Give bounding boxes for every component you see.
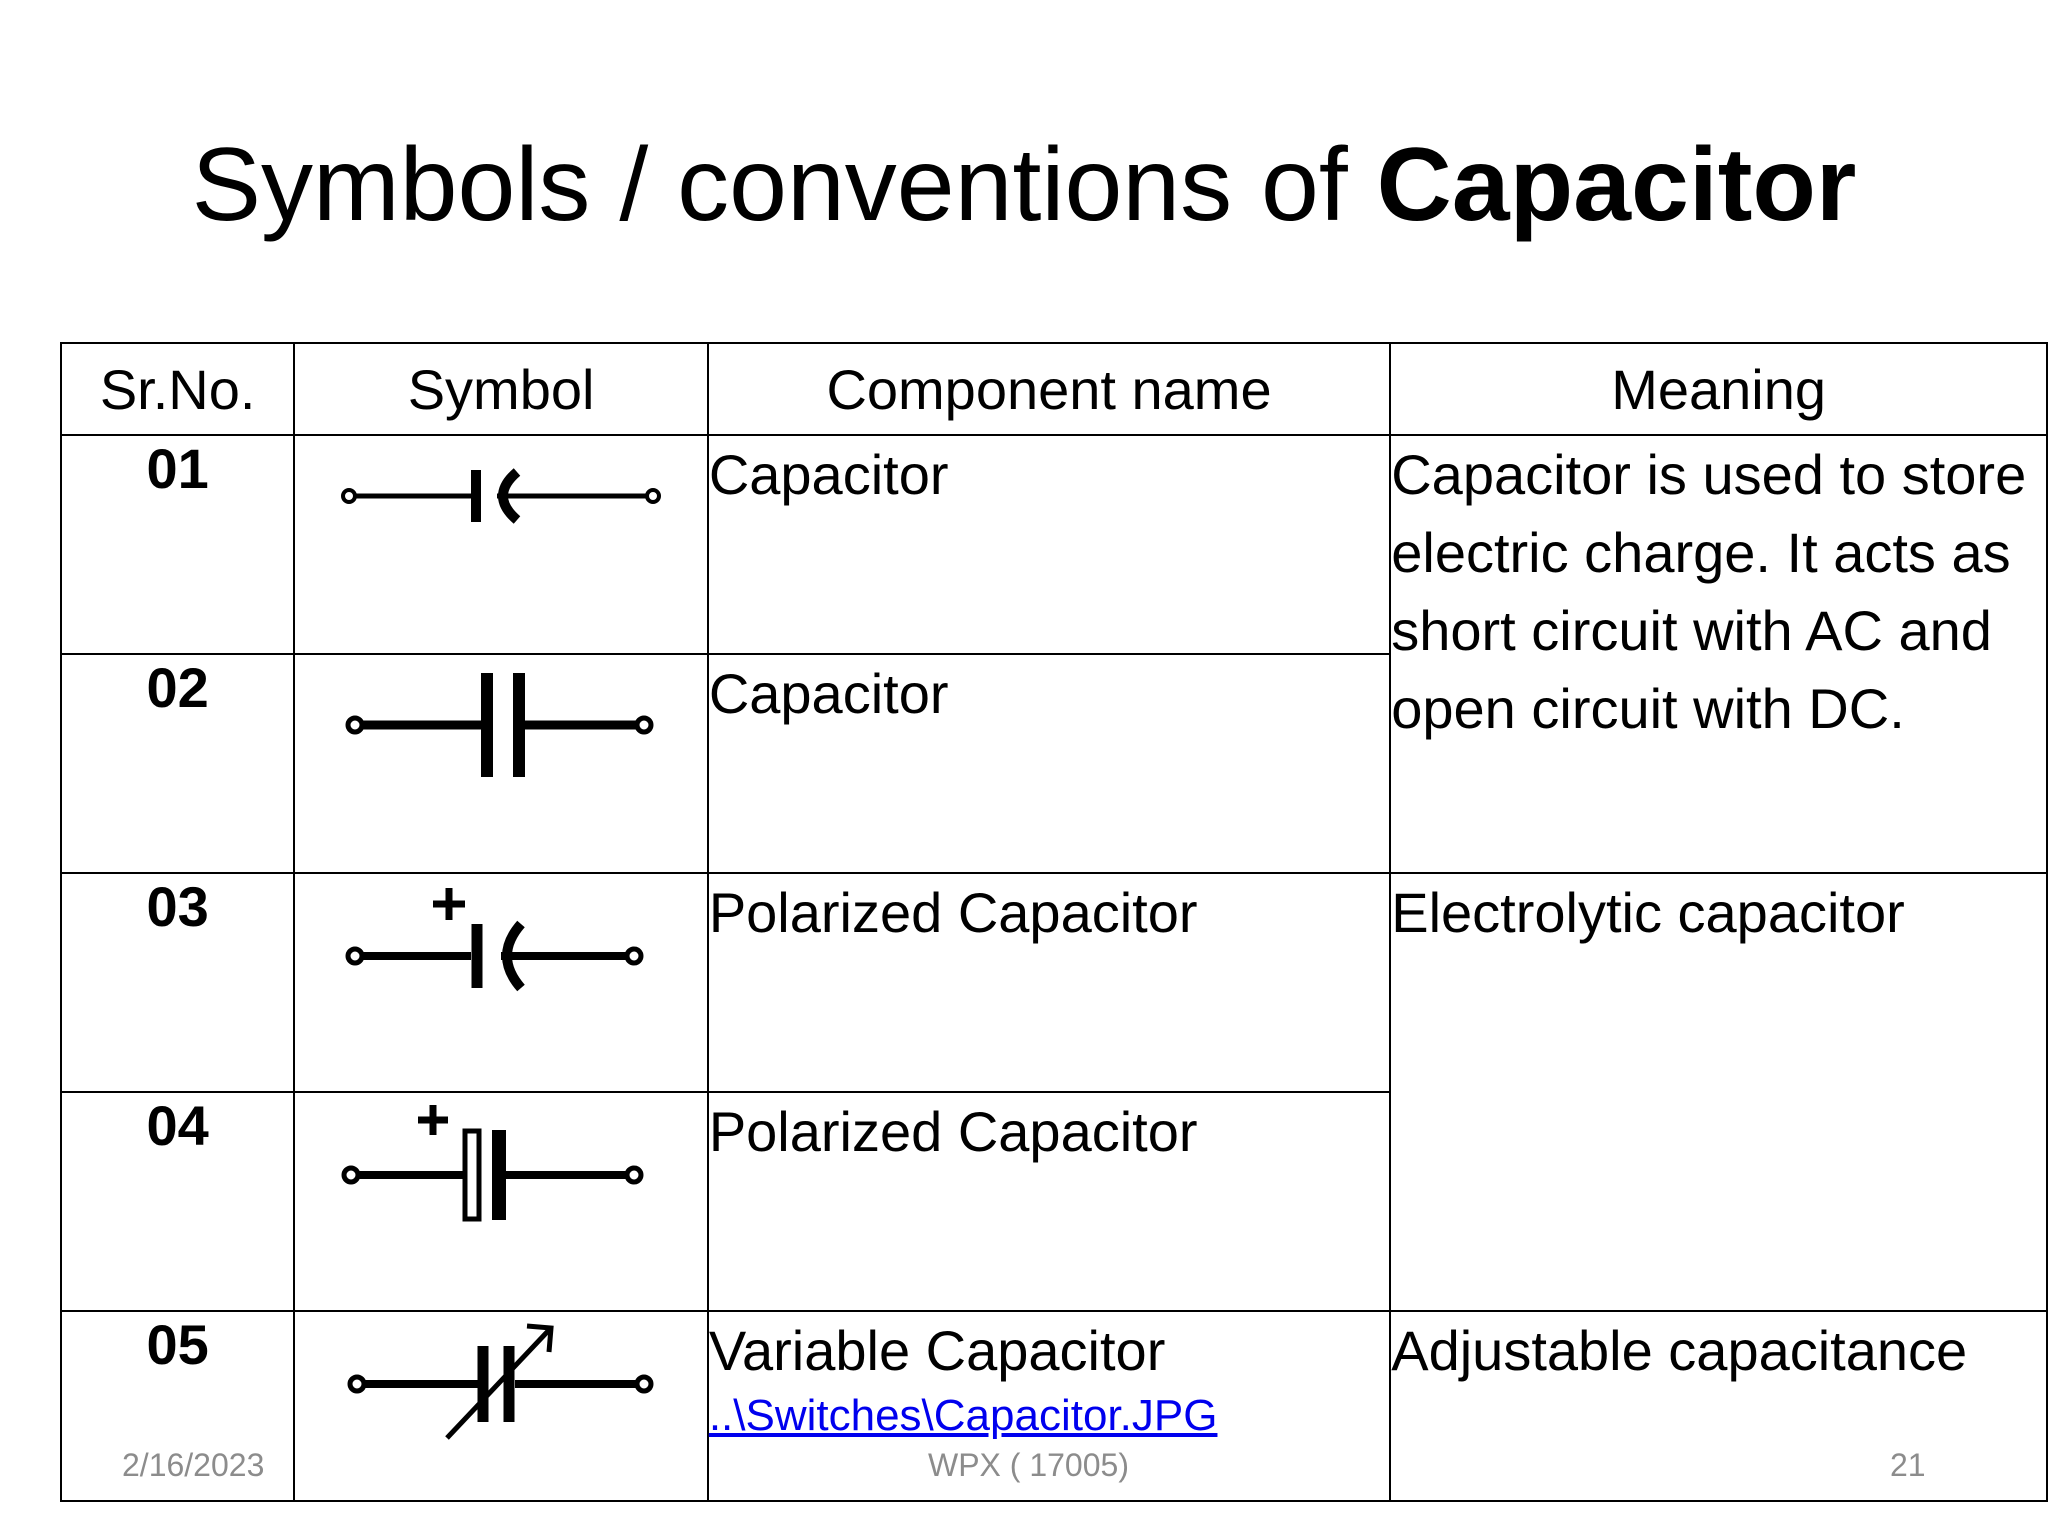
sr-no-cell: 03 [59,872,296,1093]
meaning-cell-capacitor: Capacitor is used to store electric char… [1389,434,2048,874]
component-name-cell: Polarized Capacitor [706,872,1392,1093]
capacitor-parallel-plates-icon [345,673,654,777]
symbol-cell [293,434,709,655]
symbol-cell [293,1091,709,1312]
footer-page-number: 21 [1890,1447,1926,1483]
title-prefix: Symbols / conventions of [191,127,1377,243]
header-component-name: Component name [706,342,1392,436]
symbol-cell [293,653,709,874]
capacitor-curved-plate-icon [341,468,662,524]
variable-capacitor-icon [347,1323,654,1440]
sr-no-cell: 05 [59,1310,296,1502]
header-symbol: Symbol [293,342,709,436]
slide-title: Symbols / conventions of Capacitor [0,128,2048,242]
title-bold: Capacitor [1376,127,1857,243]
capacitor-image-link[interactable]: ..\Switches\Capacitor.JPG [708,1391,1218,1440]
table-row: 02 Capacitor [59,653,2047,874]
symbol-cell [293,872,709,1093]
table-row: 05 Variable Capacitor ..\Switches\Capaci… [59,1310,2048,1502]
header-row: Sr.No. Symbol Component name Meaning [59,342,2048,436]
table-row: 01 Capacitor Capacitor is used to store … [59,434,2048,874]
symbol-cell [293,1310,709,1502]
header-sr-no: Sr.No. [59,342,296,436]
component-name-cell: Polarized Capacitor [706,1091,1392,1312]
meaning-cell-variable: Adjustable capacitance [1389,1310,2048,1502]
sr-no-cell: 02 [59,653,296,874]
meaning-cell-polarized: Electrolytic capacitor [1389,872,2048,1312]
header-meaning: Meaning [1389,342,2048,436]
component-name-cell: Variable Capacitor ..\Switches\Capacitor… [706,1310,1392,1502]
component-name-cell: Capacitor [706,434,1392,655]
table-row: 03 Polarized Capacitor Electrolytic capa… [59,872,2048,1312]
component-name-text: Variable Capacitor [708,1319,1166,1382]
footer-date: 2/16/2023 [122,1447,265,1483]
table-row: 04 Polarized Capacitor [59,1091,2047,1312]
polarized-capacitor-curved-icon [345,888,644,992]
component-name-cell: Capacitor [706,653,1392,874]
sr-no-cell: 04 [59,1091,296,1312]
symbols-table: Sr.No. Symbol Component name Meaning 01 … [59,342,2048,1502]
footer-center-text: WPX ( 17005) [928,1447,1129,1483]
polarized-capacitor-box-icon [341,1105,644,1222]
sr-no-cell: 01 [59,434,296,655]
